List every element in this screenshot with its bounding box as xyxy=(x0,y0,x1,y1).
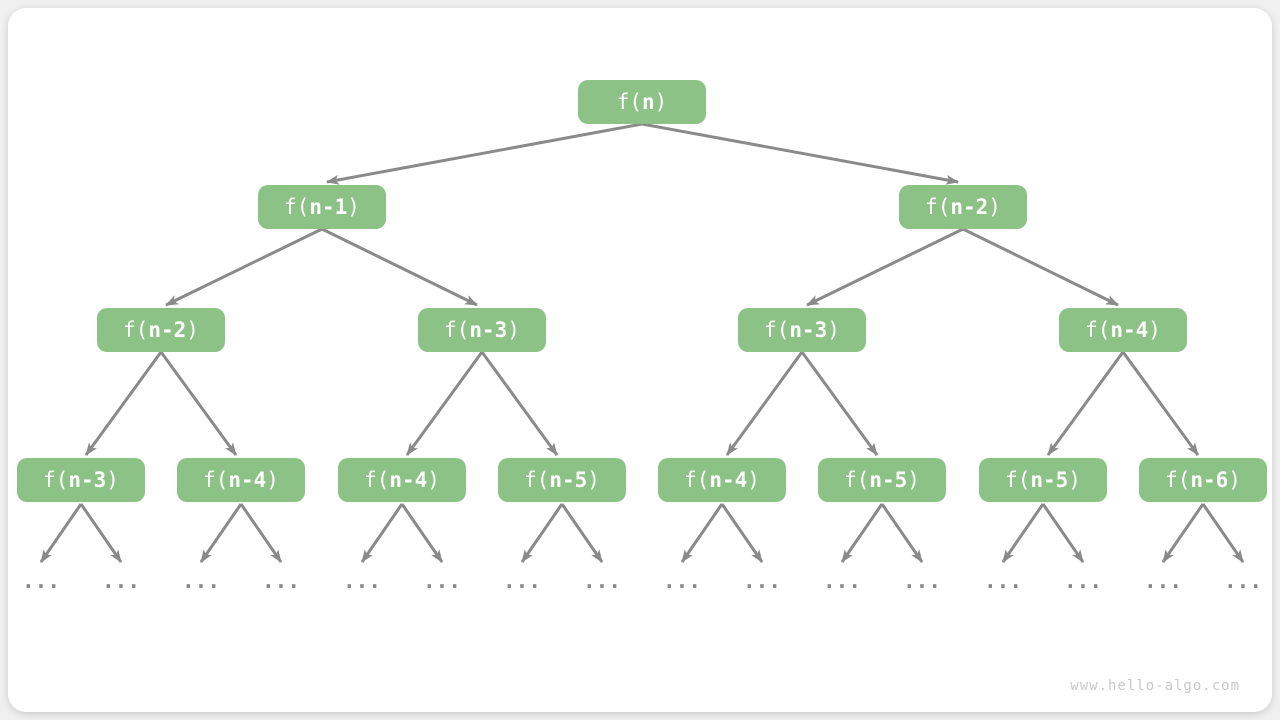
node-label: n-1 xyxy=(309,195,348,219)
tree-node-f-n-2: f(n-2) xyxy=(899,185,1027,229)
tree-node-f-n-3: f(n-3) xyxy=(738,308,866,352)
node-label: ) xyxy=(427,468,440,492)
tree-node-f-n-4: f(n-4) xyxy=(1059,308,1187,352)
node-label: n-4 xyxy=(228,468,267,492)
node-label: ) xyxy=(186,318,199,342)
node-label: f( xyxy=(1085,318,1111,342)
node-label: f( xyxy=(1165,468,1191,492)
node-label: n-5 xyxy=(549,468,588,492)
tree-node-f-n: f(n) xyxy=(578,80,706,124)
node-label: ) xyxy=(587,468,600,492)
node-label: n-2 xyxy=(950,195,989,219)
node-label: ) xyxy=(106,468,119,492)
tree-node-f-n-3: f(n-3) xyxy=(418,308,546,352)
tree-node-f-n-5: f(n-5) xyxy=(818,458,946,502)
node-label: f( xyxy=(684,468,710,492)
node-label: ) xyxy=(266,468,279,492)
node-label: f( xyxy=(203,468,229,492)
tree-node-f-n-5: f(n-5) xyxy=(498,458,626,502)
node-label: f( xyxy=(616,90,642,114)
tree-node-f-n-5: f(n-5) xyxy=(979,458,1107,502)
node-label: n-5 xyxy=(869,468,908,492)
node-label: f( xyxy=(364,468,390,492)
node-label: n-3 xyxy=(789,318,828,342)
node-label: n-2 xyxy=(148,318,187,342)
node-label: ) xyxy=(1228,468,1241,492)
tree-node-f-n-4: f(n-4) xyxy=(338,458,466,502)
tree-node-f-n-6: f(n-6) xyxy=(1139,458,1267,502)
node-label: ) xyxy=(1148,318,1161,342)
tree-node-f-n-3: f(n-3) xyxy=(17,458,145,502)
node-label: n-5 xyxy=(1030,468,1069,492)
node-label: ) xyxy=(827,318,840,342)
node-label: f( xyxy=(524,468,550,492)
tree-node-f-n-4: f(n-4) xyxy=(658,458,786,502)
node-label: ) xyxy=(988,195,1001,219)
node-label: n xyxy=(641,90,655,114)
node-label: ) xyxy=(654,90,668,114)
node-label: f( xyxy=(284,195,310,219)
node-label: f( xyxy=(43,468,69,492)
node-label: n-4 xyxy=(709,468,748,492)
node-label: n-4 xyxy=(1110,318,1149,342)
watermark: www.hello-algo.com xyxy=(1070,678,1240,694)
tree-node-f-n-1: f(n-1) xyxy=(258,185,386,229)
node-label: n-4 xyxy=(389,468,428,492)
node-label: f( xyxy=(1005,468,1031,492)
tree-node-f-n-2: f(n-2) xyxy=(97,308,225,352)
tree-node-f-n-4: f(n-4) xyxy=(177,458,305,502)
node-label: ) xyxy=(747,468,760,492)
node-label: ) xyxy=(347,195,360,219)
node-label: ) xyxy=(907,468,920,492)
node-label: f( xyxy=(844,468,870,492)
node-label: f( xyxy=(444,318,470,342)
node-label: n-6 xyxy=(1190,468,1229,492)
node-label: f( xyxy=(764,318,790,342)
node-label: ) xyxy=(507,318,520,342)
node-label: n-3 xyxy=(68,468,107,492)
node-label: ) xyxy=(1068,468,1081,492)
node-label: n-3 xyxy=(469,318,508,342)
node-label: f( xyxy=(123,318,149,342)
node-label: f( xyxy=(925,195,951,219)
